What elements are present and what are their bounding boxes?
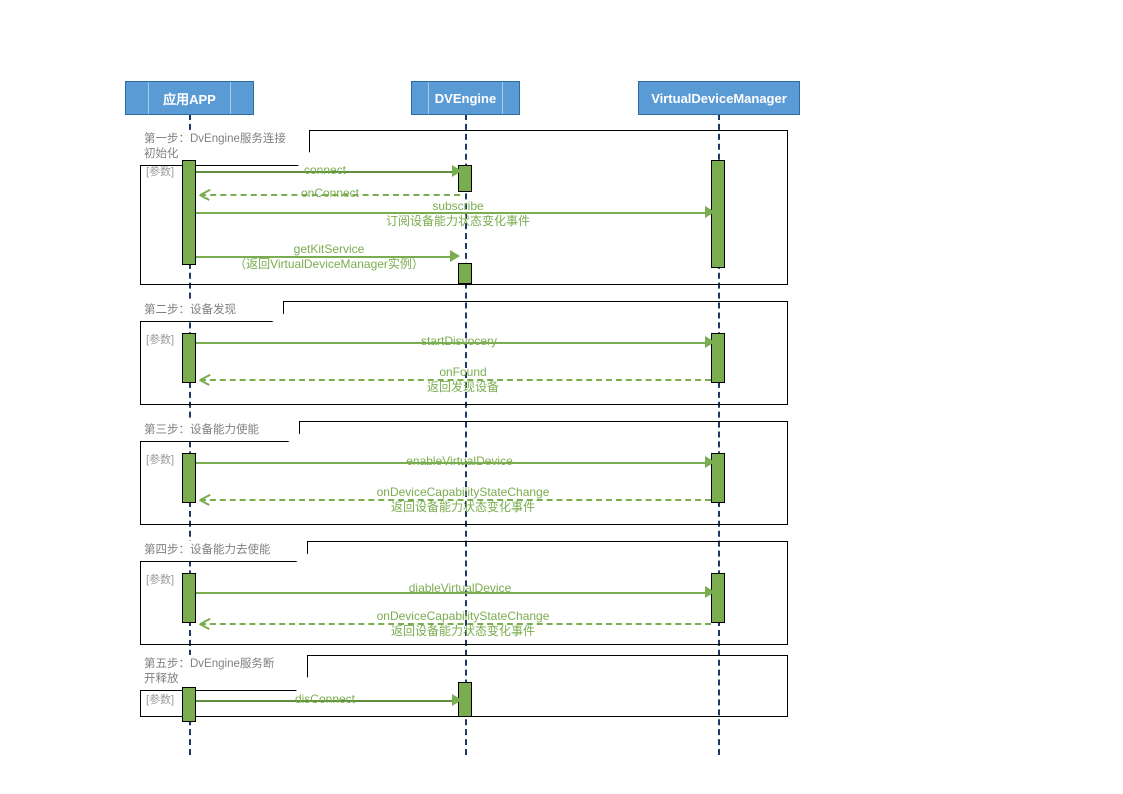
message-label-enablevirtualdevice: enableVirtualDevice (406, 454, 513, 468)
fragment-frag1-title: 第一步：DvEngine服务连接 初始化 (140, 130, 310, 166)
participant-dvengine-inner-divider (428, 82, 503, 114)
message-arrow-diablevirtualdevice (705, 586, 715, 598)
message-label-diablevirtualdevice: diableVirtualDevice (408, 581, 512, 595)
fragment-frag3-title: 第三步：设备能力使能 (140, 421, 300, 442)
message-line-diablevirtualdevice (196, 592, 710, 594)
fragment-frag1 (140, 130, 788, 285)
message-sub-getkitservice: （返回VirtualDeviceManager实例） (234, 257, 424, 271)
activation-vdm-4 (711, 573, 725, 623)
message-sub-ondevicecapabilitystatechange-2: 返回设备能力状态变化事件 (390, 624, 535, 638)
message-arrow-getkitservice (450, 250, 460, 262)
fragment-frag5-param: [参数] (146, 694, 175, 706)
message-arrow-connect (452, 165, 462, 177)
activation-app-1 (182, 160, 196, 265)
message-label-getkitservice: getKitService (293, 242, 365, 256)
message-label-ondevicecapabilitystatechange-1: onDeviceCapabilityStateChange (376, 485, 550, 499)
message-line-onfound (200, 379, 711, 381)
message-label-onfound: onFound (439, 365, 487, 379)
message-sub-subscribe: 订阅设备能力状态变化事件 (385, 214, 530, 228)
fragment-frag2 (140, 301, 788, 405)
activation-app-5 (182, 687, 196, 722)
message-sub-onfound: 返回发现设备 (426, 380, 499, 394)
message-arrow-disconnect (452, 694, 462, 706)
message-line-subscribe (196, 212, 710, 214)
fragment-frag3-param: [参数] (146, 454, 175, 466)
message-label-disconnect: disConnect (294, 692, 356, 706)
message-arrow-startdiscovery (705, 336, 715, 348)
participant-app-inner-divider (148, 82, 231, 114)
message-sub-ondevicecapabilitystatechange-1: 返回设备能力状态变化事件 (390, 500, 535, 514)
participant-dvengine-label: DVEngine (434, 90, 497, 106)
message-line-startdiscovery (196, 342, 710, 344)
activation-app-2 (182, 333, 196, 383)
activation-app-3 (182, 453, 196, 503)
participant-vdm-label: VirtualDeviceManager (651, 90, 787, 106)
fragment-frag4 (140, 541, 788, 645)
participant-app-label: 应用APP (163, 91, 216, 107)
fragment-frag4-title: 第四步：设备能力去使能 (140, 541, 308, 562)
message-line-disconnect (196, 700, 454, 702)
fragment-frag5-title: 第五步：DvEngine服务断 开释放 (140, 655, 308, 691)
lifeline-dvengine (465, 114, 467, 755)
fragment-frag1-param: [参数] (146, 166, 175, 178)
fragment-frag4-param: [参数] (146, 574, 175, 586)
fragment-frag2-param: [参数] (146, 334, 175, 346)
message-label-startdiscovery: startDisvocery (420, 334, 497, 348)
fragment-frag2-title: 第二步：设备发现 (140, 301, 284, 322)
fragment-frag3 (140, 421, 788, 525)
activation-dvengine-2 (458, 263, 472, 284)
message-label-onconnect: onConnect (300, 186, 360, 200)
participant-dvengine[interactable]: DVEngine (411, 81, 520, 115)
participant-vdm[interactable]: VirtualDeviceManager (638, 81, 800, 115)
participant-app[interactable]: 应用APP (125, 81, 254, 115)
message-line-onconnect (200, 194, 460, 196)
message-line-enablevirtualdevice (196, 462, 710, 464)
message-line-ondevicecapabilitystatechange-2 (200, 623, 711, 625)
message-line-connect (196, 171, 454, 173)
message-line-ondevicecapabilitystatechange-1 (200, 499, 711, 501)
message-line-getkitservice (196, 256, 452, 258)
message-label-ondevicecapabilitystatechange-2: onDeviceCapabilityStateChange (376, 609, 550, 623)
message-arrow-enablevirtualdevice (705, 456, 715, 468)
message-label-subscribe: subscribe (432, 199, 484, 213)
activation-app-4 (182, 573, 196, 623)
message-label-connect: connect (303, 163, 347, 177)
message-arrow-subscribe (705, 206, 715, 218)
lifeline-vdm (718, 114, 720, 755)
